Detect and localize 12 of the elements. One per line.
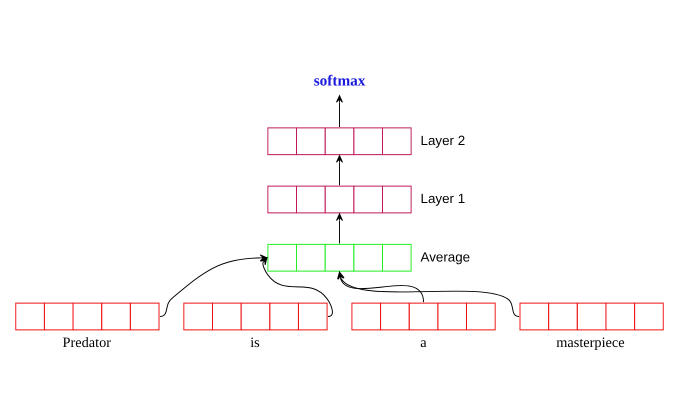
node-text: softmax (314, 72, 366, 90)
arrow (336, 212, 343, 244)
arrow (336, 154, 343, 186)
node-label: Average (420, 248, 470, 264)
node-label: a (420, 334, 427, 351)
node-label: Predator (62, 334, 112, 351)
arrow (260, 256, 333, 316)
node-label: masterpiece (556, 334, 625, 351)
node-label: Layer 1 (420, 190, 466, 206)
node-label: Layer 2 (420, 132, 466, 148)
node-label: is (250, 334, 260, 351)
arrow (336, 94, 343, 127)
